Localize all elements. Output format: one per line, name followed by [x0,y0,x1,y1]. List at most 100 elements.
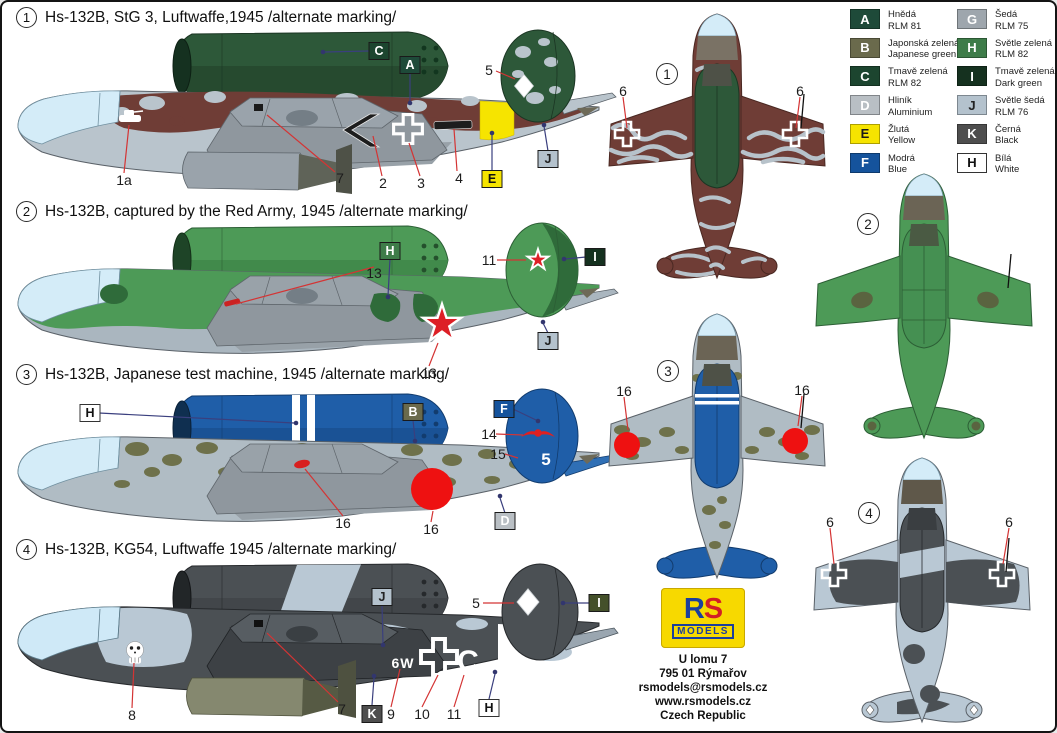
address-line-4: Czech Republic [660,710,746,722]
profile-4-leaders [131,600,590,709]
callout-number-6-tv4: 6 [1005,514,1013,530]
callout-number-13-2: 13 [421,365,437,381]
hinomaru-wing-right [782,428,808,454]
top-view-3-art [608,313,826,580]
color-chip-k: K [957,123,987,144]
color-chip-j: J [957,95,987,116]
callout-box-j-scheme4: J [371,588,393,606]
color-chip-e: E [850,123,880,144]
callout-box-j-scheme2: J [537,332,559,350]
callout-box-a-scheme1: A [399,56,421,74]
callout-number-13-2: 13 [366,265,382,281]
side-profile-2-art [17,222,619,367]
top-view-4-badge: 4 [858,502,880,524]
logo-models-text: MODELS [672,624,734,639]
callout-number-3-1: 3 [417,175,425,191]
japanese-wings-emblem [521,429,555,437]
profile-1-leaders [123,49,549,177]
callout-number-10-4: 10 [414,706,430,722]
callout-box-b-scheme3: B [402,403,424,421]
color-chip-i: I [957,66,987,87]
scheme-3-title: 3 Hs-132B, Japanese test machine, 1945 /… [16,364,449,385]
callout-number-16-tv3: 16 [616,383,632,399]
callout-number-11-2: 11 [481,252,497,268]
bomb [182,151,308,191]
callout-box-h-scheme2: H [379,242,401,260]
color-chip-b: B [850,37,880,58]
profile-4-fuselage-letter: C [457,645,479,678]
top-view-4-art [813,457,1031,724]
tank-emblem [119,110,144,122]
color-chip-f: F [850,152,880,173]
callout-number-5-4: 5 [472,595,480,611]
scheme-4-title-text: Hs-132B, KG54, Luftwaffe 1945 /alternate… [45,540,397,558]
scheme-3-number-badge: 3 [16,364,37,385]
scheme-2-number-badge: 2 [16,201,37,222]
logo-rs-text: RS [684,595,723,624]
red-cockpit-detail [224,298,241,307]
logo-letter-r: R [683,593,705,625]
black-chevron-marking [342,113,381,148]
callout-number-15-3: 15 [490,446,506,462]
scheme-4-title: 4 Hs-132B, KG54, Luftwaffe 1945 /alterna… [16,539,396,560]
black-bar-marking [433,120,473,130]
top-view-2-art [815,173,1033,440]
color-chip-d: D [850,95,880,116]
color-chip-h: H [957,37,987,58]
top-view-1-badge: 1 [656,63,678,85]
scheme-2-title: 2 Hs-132B, captured by the Red Army, 194… [16,201,468,222]
white-stripes [292,394,315,464]
skull-emblem [126,641,144,664]
address-line-0: U lomu 7 [678,654,728,666]
color-chip-h: H [957,152,987,173]
callout-number-1a-1: 1a [116,172,132,188]
top-view-2-badge: 2 [857,213,879,235]
callout-number-11-4: 11 [446,706,462,722]
scheme-1-title-text: Hs-132B, StG 3, Luftwaffe,1945 /alternat… [45,8,397,26]
callout-number-8-4: 8 [128,707,136,723]
side-profile-4-art [17,563,619,718]
address-line-3: www.rsmodels.cz [654,696,752,708]
callout-box-d-scheme3: D [494,512,516,530]
rs-models-logo: RS MODELS [661,588,745,648]
scheme-4-number-badge: 4 [16,539,37,560]
bomb [186,677,312,717]
callout-number-2-1: 2 [379,175,387,191]
red-cockpit-detail [294,459,310,469]
scheme-2-title-text: Hs-132B, captured by the Red Army, 1945 … [45,202,468,220]
color-chip-a: A [850,9,880,29]
callout-number-9-4: 9 [387,706,395,722]
callout-box-k-scheme4: K [361,705,383,723]
callout-number-16-tv3: 16 [794,382,810,398]
top-view-1-art [608,13,826,280]
logo-letter-s: S [703,593,723,625]
callout-box-h-scheme4: H [478,699,500,717]
color-chip-g: G [957,9,987,29]
scheme-3-title-text: Hs-132B, Japanese test machine, 1945 /al… [45,365,450,383]
callout-number-5-1: 5 [485,62,493,78]
profile-3-tail-number: 5 [541,450,551,469]
scheme-1-number-badge: 1 [16,7,37,28]
callout-box-f-scheme3: F [493,400,515,418]
callout-number-16-3: 16 [423,521,439,537]
callout-number-16-3: 16 [335,515,351,531]
callout-box-e-scheme1: E [481,170,503,188]
top-view-3-badge: 3 [657,360,679,382]
